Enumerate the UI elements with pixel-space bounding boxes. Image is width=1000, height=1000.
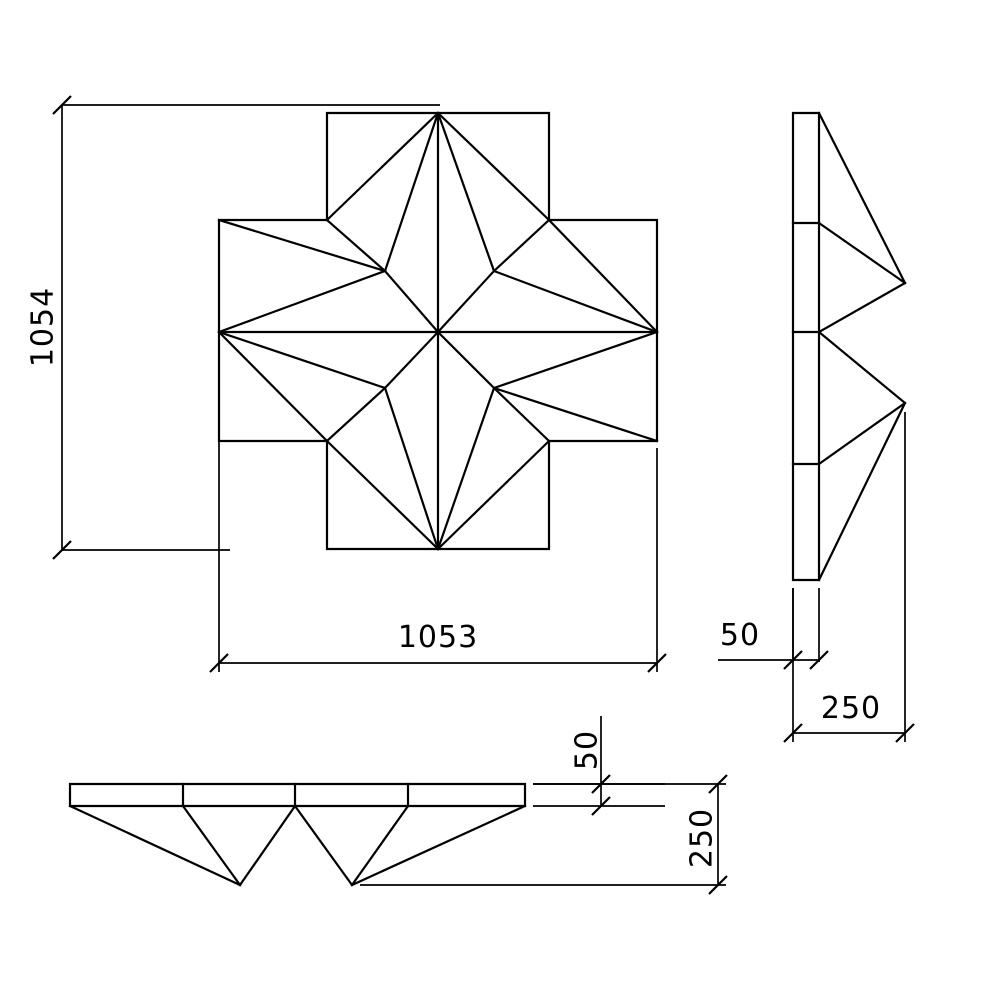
dimension-side-thickness-label: 50 xyxy=(720,618,760,653)
bottom-view-left-peak xyxy=(68,804,297,887)
dimension-bottom-thickness-50: 50 xyxy=(533,716,665,816)
bottom-view-right-peak xyxy=(293,804,527,887)
front-view-star-rays xyxy=(217,111,659,551)
dimension-height-1054: 1054 xyxy=(26,95,440,560)
dimension-side-thickness-50: 50 xyxy=(718,588,829,670)
front-view-facets-lower-right xyxy=(436,330,659,551)
front-view-facets-upper-right xyxy=(436,111,659,334)
right-side-slab-divisions xyxy=(791,221,821,466)
dimension-height-label: 1054 xyxy=(26,287,61,367)
dimension-bottom-thickness-label: 50 xyxy=(570,730,605,770)
right-side-upper-peak xyxy=(817,111,907,334)
front-view-geometry xyxy=(217,111,659,551)
dimension-bottom-depth-250: 250 xyxy=(360,774,728,895)
dimension-side-depth-250: 250 xyxy=(783,412,915,743)
front-view-facets-lower-left xyxy=(217,330,440,551)
dimension-side-depth-label: 250 xyxy=(821,691,881,726)
bottom-view-geometry xyxy=(68,782,527,887)
bottom-view-slab-divisions xyxy=(181,782,410,808)
dimension-width-label: 1053 xyxy=(398,620,478,655)
front-view-facets-upper-left xyxy=(217,111,440,334)
right-side-base-slab xyxy=(791,111,821,582)
bottom-view-base-slab xyxy=(68,782,527,808)
right-side-view-geometry xyxy=(791,111,907,582)
right-side-lower-peak xyxy=(817,330,907,582)
dimension-width-1053: 1053 xyxy=(209,340,667,673)
dimension-bottom-depth-label: 250 xyxy=(685,808,720,868)
